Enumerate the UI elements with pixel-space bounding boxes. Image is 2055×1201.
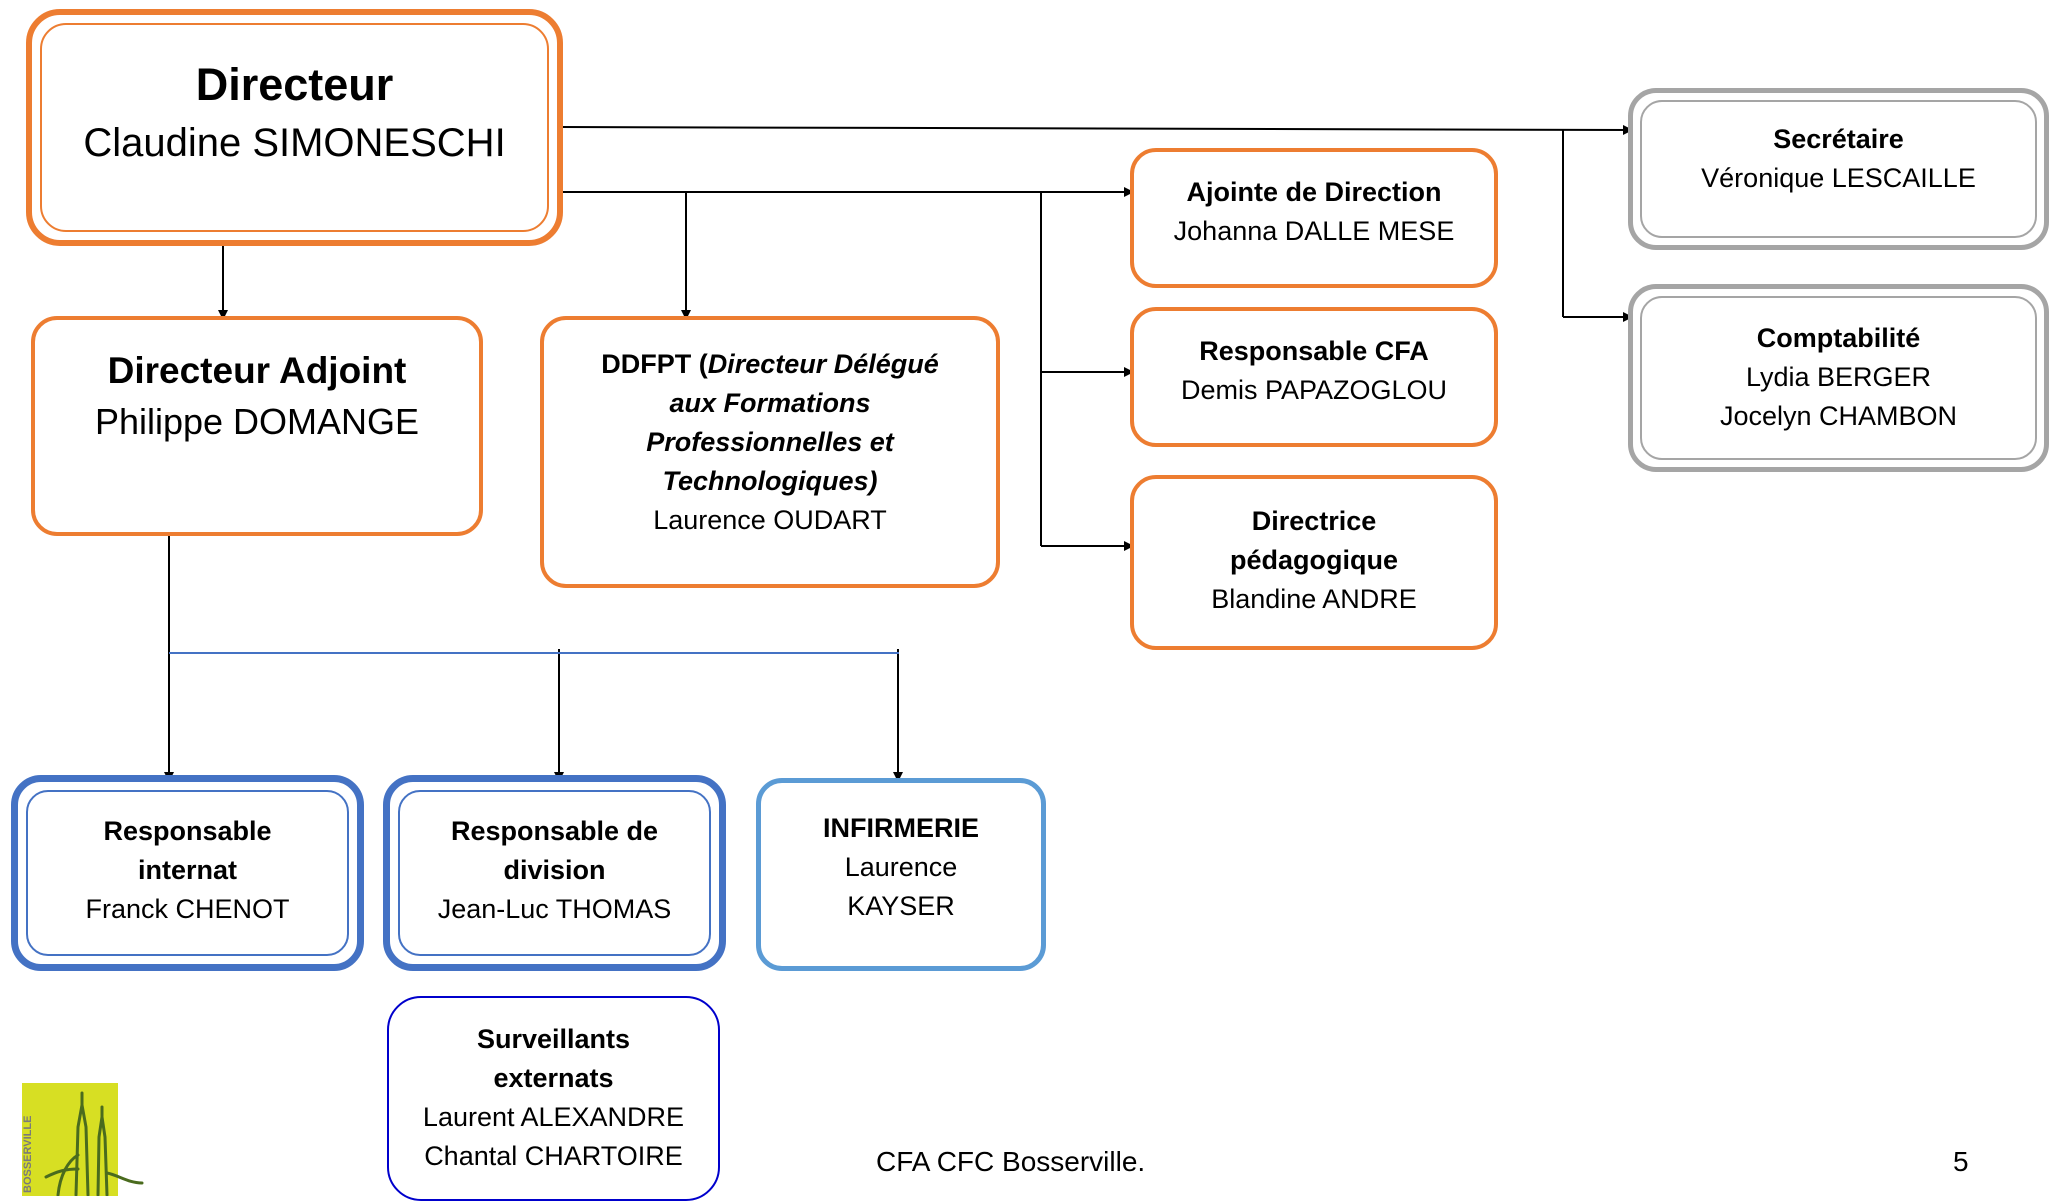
surveillants-name-1: Laurent ALEXANDRE [422, 1102, 685, 1132]
footer-text: CFA CFC Bosserville. [876, 1146, 1146, 1177]
internat-title-2: internat [137, 855, 237, 885]
adjointe-title: Ajointe de Direction [1186, 177, 1442, 207]
infirmerie-title: INFIRMERIE [822, 813, 979, 843]
infirmerie-box: INFIRMERIE Laurence KAYSER [756, 778, 1046, 971]
directeur-box: Directeur Claudine SIMONESCHI [26, 9, 563, 246]
surveillants-name-2: Chantal CHARTOIRE [424, 1141, 683, 1171]
page-number: 5 [1953, 1146, 1969, 1177]
directeur-adjoint-title: Directeur Adjoint [107, 350, 407, 391]
adjointe-box: Ajointe de Direction Johanna DALLE MESE [1130, 148, 1498, 288]
surveillants-title-2: externats [493, 1063, 614, 1093]
secretaire-title: Secrétaire [1773, 124, 1904, 154]
comptabilite-name-2: Jocelyn CHAMBON [1719, 401, 1958, 431]
comptabilite-title: Comptabilité [1756, 323, 1921, 353]
surveillants-box: Surveillants externats Laurent ALEXANDRE… [387, 996, 720, 1201]
directeur-name: Claudine SIMONESCHI [83, 121, 506, 165]
directrice-title-2: pédagogique [1230, 545, 1398, 575]
ddfpt-full-2: aux Formations [669, 388, 871, 418]
ddfpt-line-1: DDFPT (Directeur Délégué [601, 345, 939, 384]
directrice-name: Blandine ANDRE [1211, 584, 1417, 614]
division-title-1: Responsable de [450, 816, 659, 846]
ddfpt-full-3: Professionnelles et [646, 427, 894, 457]
responsable-internat-box: Responsable internat Franck CHENOT [11, 775, 364, 971]
directeur-adjoint-box: Directeur Adjoint Philippe DOMANGE [31, 316, 483, 536]
logo-graphic: BOSSERVILLE [22, 1083, 144, 1197]
division-name: Jean-Luc THOMAS [437, 894, 672, 924]
comptabilite-name-1: Lydia BERGER [1745, 362, 1932, 392]
responsable-cfa-title: Responsable CFA [1199, 336, 1429, 366]
logo-text: BOSSERVILLE [22, 1116, 34, 1193]
adjointe-name: Johanna DALLE MESE [1173, 216, 1455, 246]
ddfpt-abbr: DDFPT ( [601, 349, 708, 379]
directrice-pedagogique-box: Directrice pédagogique Blandine ANDRE [1130, 475, 1498, 650]
ddfpt-full-1: Directeur Délégué [707, 349, 939, 379]
infirmerie-name-2: KAYSER [847, 891, 955, 921]
ddfpt-name: Laurence OUDART [653, 505, 887, 535]
directrice-title-1: Directrice [1251, 506, 1377, 536]
internat-title-1: Responsable [103, 816, 272, 846]
secretaire-box: Secrétaire Véronique LESCAILLE [1628, 88, 2049, 250]
ddfpt-full-4: Technologiques) [662, 466, 878, 496]
responsable-division-box: Responsable de division Jean-Luc THOMAS [383, 775, 726, 971]
directeur-adjoint-name: Philippe DOMANGE [94, 401, 420, 442]
directeur-title: Directeur [195, 59, 394, 110]
bosserville-logo: BOSSERVILLE [18, 1065, 148, 1197]
surveillants-title-1: Surveillants [476, 1024, 631, 1054]
internat-name: Franck CHENOT [85, 894, 290, 924]
secretaire-name: Véronique LESCAILLE [1701, 163, 1976, 193]
division-title-2: division [503, 855, 606, 885]
comptabilite-box: Comptabilité Lydia BERGER Jocelyn CHAMBO… [1628, 284, 2049, 472]
infirmerie-name-1: Laurence [844, 852, 958, 882]
responsable-cfa-name: Demis PAPAZOGLOU [1180, 375, 1448, 405]
responsable-cfa-box: Responsable CFA Demis PAPAZOGLOU [1130, 307, 1498, 447]
ddfpt-box: DDFPT (Directeur Délégué aux Formations … [540, 316, 1000, 588]
